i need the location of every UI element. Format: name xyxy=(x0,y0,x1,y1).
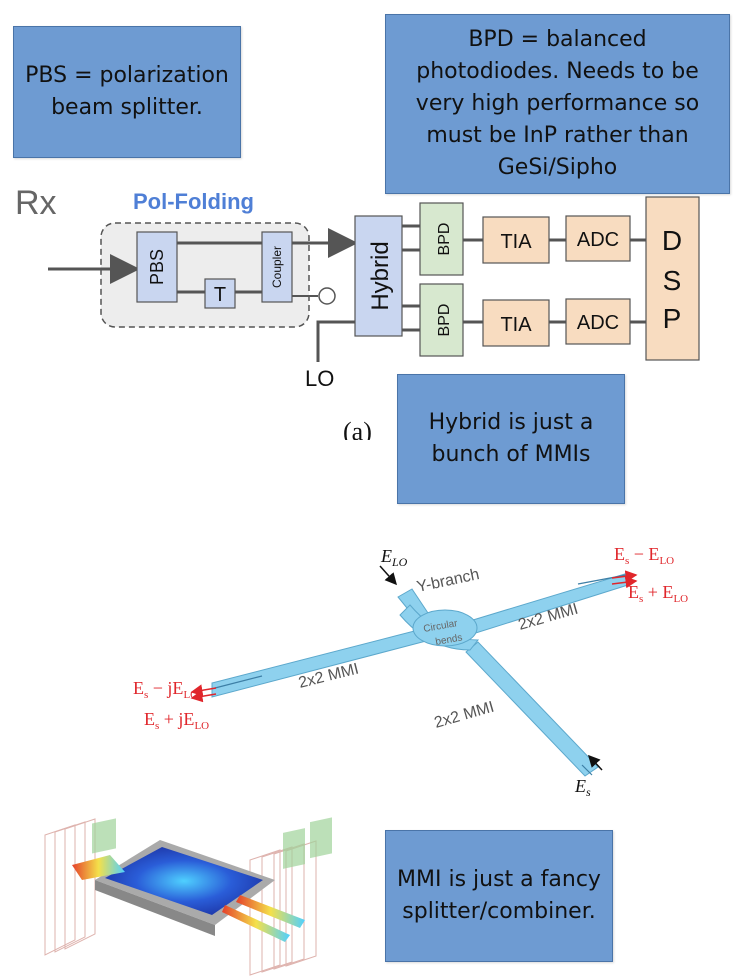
t-block xyxy=(204,278,236,309)
out-right-arrow-1 xyxy=(611,570,638,583)
bpd-block-top xyxy=(419,202,464,276)
note-hybrid: Hybrid is just a bunch of MMIs xyxy=(397,374,625,504)
dsp-block xyxy=(645,196,700,361)
receiver-diagram: Rx Pol-Folding PBS T Coupler LO Hybrid B… xyxy=(15,184,700,440)
pbs-block xyxy=(136,231,178,303)
note-pbs-text: PBS = polarization beam splitter. xyxy=(25,63,229,120)
e-s-arrow xyxy=(587,754,603,771)
out-left-label-2: Es + jELO xyxy=(144,709,209,732)
adc-block-bottom xyxy=(565,298,631,345)
note-bpd: BPD = balanced photodiodes. Needs to be … xyxy=(385,14,730,194)
hybrid-block xyxy=(354,215,403,337)
circular-bends-label-1: Circular xyxy=(423,618,459,635)
e-lo-label: ELO xyxy=(380,546,408,569)
note-mmi: MMI is just a fancy splitter/combiner. xyxy=(385,830,613,962)
tia-block-bottom xyxy=(482,299,550,347)
dsp-label-d: D xyxy=(662,225,682,256)
out-left-arrow-2 xyxy=(190,690,217,703)
tia-label-bottom: TIA xyxy=(500,314,532,336)
adc-label-bottom: ADC xyxy=(577,312,619,334)
dsp-label-s: S xyxy=(663,265,682,296)
pbs-label: PBS xyxy=(147,249,167,285)
tia-label-top: TIA xyxy=(500,231,532,253)
pol-folding-label: Pol-Folding xyxy=(133,189,254,214)
e-s-label: Es xyxy=(574,776,591,799)
out-right-arrow-2 xyxy=(611,576,638,589)
mmi-label-left: 2x2 MMI xyxy=(297,661,361,692)
lo-line xyxy=(316,320,355,362)
e-lo-arrow xyxy=(379,565,397,586)
adc-label-top: ADC xyxy=(577,229,619,251)
waveguide-network xyxy=(211,572,629,777)
note-bpd-text: BPD = balanced photodiodes. Needs to be … xyxy=(415,27,700,180)
out-right-label-1: Es − ELO xyxy=(614,544,674,567)
circular-bends-label-2: bends xyxy=(435,632,464,648)
y-branch-label: Y-branch xyxy=(415,566,481,596)
out-right-label-2: Es + ELO xyxy=(628,582,688,605)
mmi-label-bottom: 2x2 MMI xyxy=(432,699,496,732)
dsp-label-p: P xyxy=(663,303,682,334)
out-left-label-1: Es − jELO xyxy=(133,678,198,701)
hybrid-label: Hybrid xyxy=(367,241,394,310)
bpd-block-bottom xyxy=(419,283,464,357)
note-pbs: PBS = polarization beam splitter. xyxy=(13,26,241,158)
lo-label: LO xyxy=(305,366,334,391)
adc-block-top xyxy=(565,215,631,262)
coupler-label: Coupler xyxy=(270,246,284,288)
note-mmi-text: MMI is just a fancy splitter/combiner. xyxy=(397,867,601,924)
bpd-label-top: BPD xyxy=(436,223,453,256)
bpd-label-bottom: BPD xyxy=(436,304,453,337)
note-hybrid-text: Hybrid is just a bunch of MMIs xyxy=(428,410,594,467)
out-left-arrow-1 xyxy=(190,684,217,697)
figure-caption: (a) xyxy=(343,417,372,440)
terminator xyxy=(318,287,336,305)
coupler-block xyxy=(261,231,293,303)
t-label: T xyxy=(214,284,226,306)
rx-title: Rx xyxy=(15,184,57,222)
mmi-label-right: 2x2 MMI xyxy=(516,601,580,634)
